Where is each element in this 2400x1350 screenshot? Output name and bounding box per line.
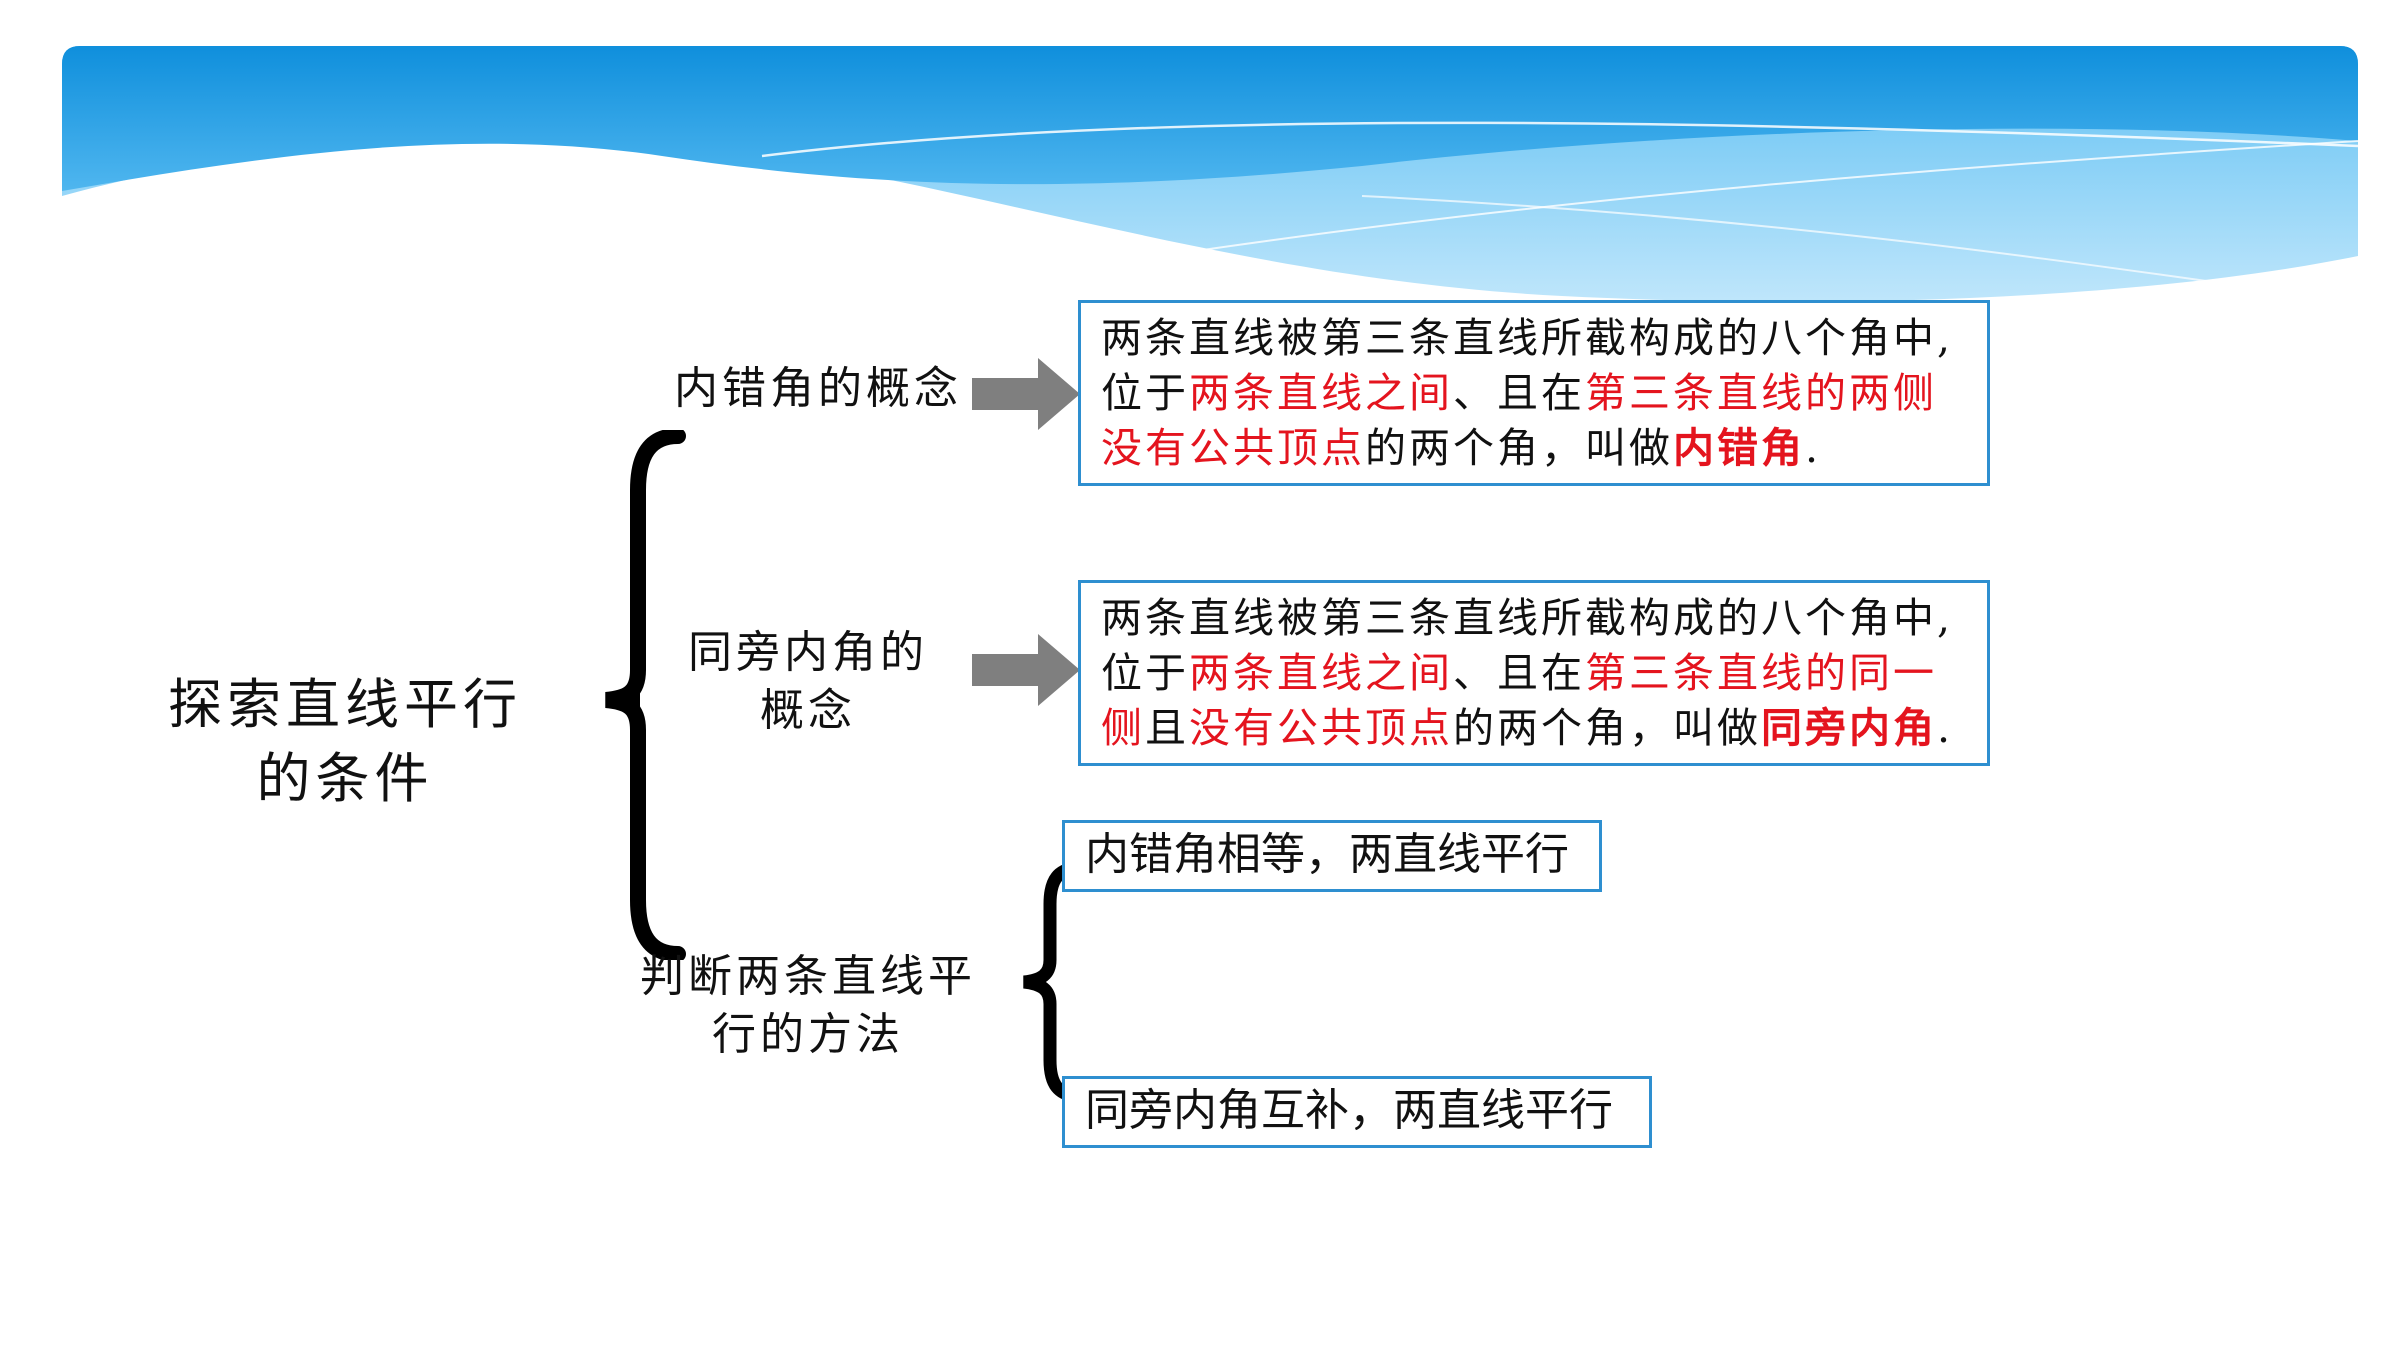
- method-alternate-interior-equal: 内错角相等，两直线平行: [1062, 820, 1602, 892]
- node-same-side-interior-concept: 同旁内角的 概念: [648, 624, 968, 740]
- header-wave-banner: [62, 46, 2358, 302]
- method-same-side-supplementary: 同旁内角互补，两直线平行: [1062, 1076, 1652, 1148]
- def-highlight: 没有公共顶点: [1101, 424, 1365, 472]
- def-text: 的两个角，叫做: [1365, 424, 1673, 472]
- node-judge-line2: 行的方法: [712, 1009, 904, 1060]
- methods-brace: [1023, 862, 1086, 1102]
- def-highlight: 两条直线之间: [1189, 369, 1453, 417]
- def-highlight: 第三条直线的两侧: [1585, 369, 1937, 417]
- def-highlight: 没有公共顶点: [1189, 704, 1453, 752]
- main-topic-line2: 的条件: [256, 747, 434, 810]
- def-text: 位于: [1101, 369, 1189, 417]
- def-text: .: [1937, 704, 1954, 752]
- arrow-right-icon: [972, 634, 1080, 706]
- def-text: 、且在: [1453, 369, 1585, 417]
- node-same-side-line2: 概念: [760, 685, 856, 736]
- main-topic-line1: 探索直线平行: [168, 673, 522, 736]
- definition-alternate-interior: 两条直线被第三条直线所截构成的八个角中, 位于两条直线之间、且在第三条直线的两侧…: [1078, 300, 1990, 486]
- def-text: 位于: [1101, 649, 1189, 697]
- def-text: 两条直线被第三条直线所截构成的八个角中,: [1101, 314, 1954, 362]
- def-text: 、且在: [1453, 649, 1585, 697]
- def-text: 且: [1145, 704, 1189, 752]
- node-alternate-interior-concept: 内错角的概念: [674, 363, 962, 414]
- def-term: 内错角: [1673, 424, 1805, 472]
- def-term: 同旁内角: [1761, 704, 1937, 752]
- main-topic: 探索直线平行 的条件: [140, 668, 550, 816]
- definition-same-side-interior: 两条直线被第三条直线所截构成的八个角中, 位于两条直线之间、且在第三条直线的同一…: [1078, 580, 1990, 766]
- def-text: 的两个角，叫做: [1453, 704, 1761, 752]
- def-text: .: [1805, 424, 1822, 472]
- def-highlight: 第三条直线的同一: [1585, 649, 1937, 697]
- main-brace: [605, 430, 686, 960]
- def-text: 两条直线被第三条直线所截构成的八个角中,: [1101, 594, 1954, 642]
- node-judge-methods: 判断两条直线平 行的方法: [618, 948, 998, 1064]
- arrow-right-icon: [972, 358, 1080, 430]
- def-highlight: 两条直线之间: [1189, 649, 1453, 697]
- node-judge-line1: 判断两条直线平: [640, 951, 976, 1002]
- node-same-side-line1: 同旁内角的: [688, 627, 928, 678]
- def-highlight: 侧: [1101, 704, 1145, 752]
